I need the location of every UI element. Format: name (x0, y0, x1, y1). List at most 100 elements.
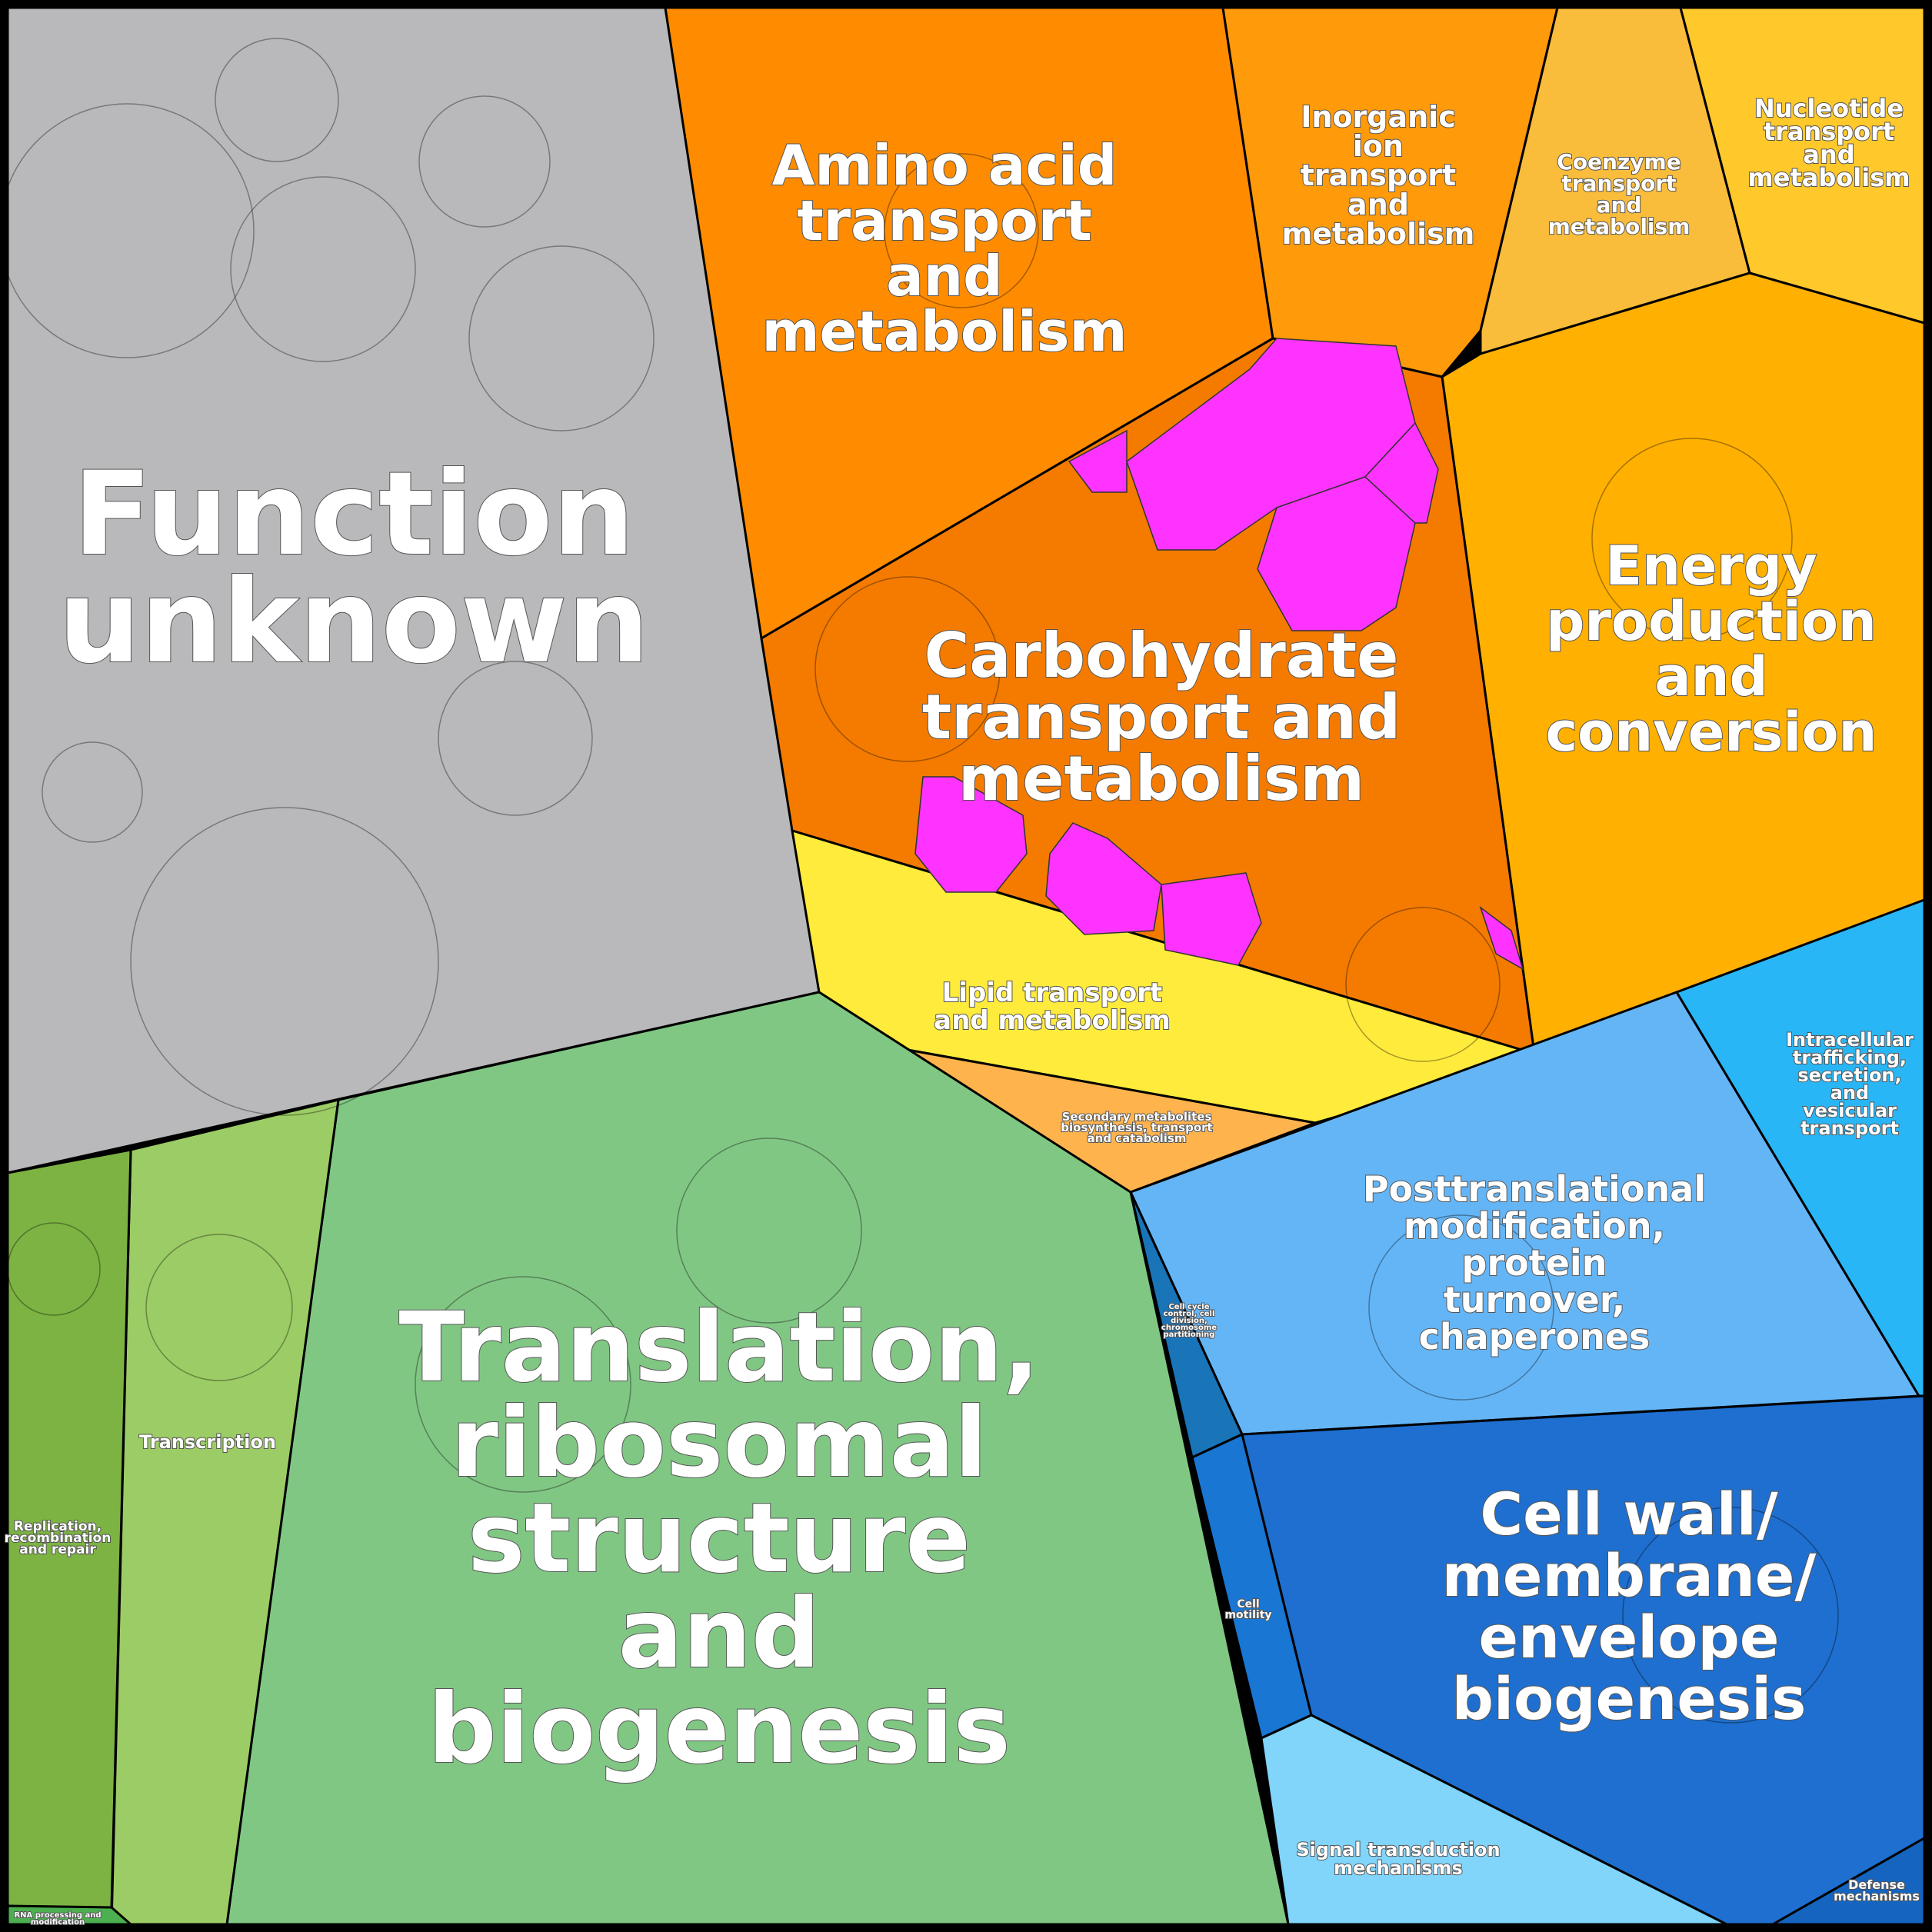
label-line: metabolism (1747, 163, 1910, 192)
region-translation[interactable] (225, 991, 1290, 1926)
label-line: and (1654, 645, 1767, 708)
region-signal-transduction[interactable] (1260, 1714, 1727, 1926)
highlight-cell (1161, 872, 1262, 966)
label-line: secretion, (1797, 1064, 1901, 1086)
label-line: and metabolism (934, 1005, 1171, 1036)
label-line: Energy (1605, 535, 1817, 598)
label-line: conversion (1546, 701, 1877, 764)
label-line: Lipid transport (942, 978, 1163, 1008)
label-line: trafficking, (1793, 1047, 1907, 1068)
highlight-cell (914, 776, 1028, 893)
label-line: unknown (58, 555, 650, 689)
label-line: Replication, (14, 1519, 102, 1534)
label-line: biogenesis (428, 1674, 1011, 1785)
label-line: transport (797, 188, 1092, 253)
label-line: transport (1301, 158, 1456, 192)
label-line: Amino acid (772, 133, 1118, 198)
label-line: recombination (5, 1531, 112, 1546)
label-transcription: Transcription (139, 1431, 276, 1453)
label-line: metabolism (958, 743, 1364, 814)
label-line: division, (1171, 1317, 1208, 1325)
label-line: Secondary metabolites (1062, 1110, 1212, 1124)
label-line: and (1830, 1082, 1869, 1104)
region-inorganic-ion[interactable] (1221, 6, 1559, 378)
region-defense[interactable] (1768, 1836, 1926, 1926)
label-line: vesicular (1803, 1100, 1897, 1121)
label-line: mechanisms (1834, 1889, 1920, 1904)
label-line: and (618, 1578, 821, 1690)
label-line: and (1347, 188, 1409, 222)
label-line: structure (468, 1483, 971, 1594)
label-line: envelope (1479, 1603, 1780, 1671)
label-line: Function (73, 448, 635, 581)
label-line: Transcription (139, 1431, 276, 1453)
label-line: motility (1224, 1609, 1271, 1621)
label-line: partitioning (1164, 1331, 1215, 1339)
highlight-cell (1479, 905, 1524, 971)
highlight-cell (1364, 421, 1439, 524)
label-line: Cell cycle (1168, 1303, 1209, 1311)
label-line: transport (1764, 117, 1894, 146)
label-line: Inorganic (1301, 100, 1456, 134)
label-line: mechanisms (1334, 1857, 1463, 1879)
highlight-cell (1045, 822, 1162, 935)
label-line: chromosome (1161, 1324, 1217, 1332)
label-line: biosynthesis, transport (1061, 1121, 1212, 1134)
label-line: protein (1462, 1242, 1607, 1284)
label-line: and (886, 244, 1002, 308)
label-line: transport (1800, 1118, 1899, 1139)
label-line: and catabolism (1088, 1131, 1187, 1145)
label-line: ribosomal (451, 1387, 988, 1499)
label-line: Cell (1237, 1598, 1259, 1611)
label-line: membrane/ (1442, 1541, 1817, 1610)
label-line: Intracellular (1786, 1029, 1914, 1051)
label-line: transport (1561, 171, 1676, 196)
label-line: Posttranslational (1363, 1168, 1706, 1210)
label-line: production (1546, 590, 1877, 653)
cell-texture (0, 38, 1839, 1724)
label-line: Nucleotide (1754, 94, 1904, 123)
label-line: modification, (1404, 1205, 1665, 1247)
label-line: metabolism (761, 299, 1127, 364)
label-line: and (1803, 140, 1854, 169)
label-line: metabolism (1282, 217, 1475, 251)
label-line: Defense (1848, 1877, 1905, 1892)
label-line: biogenesis (1452, 1664, 1807, 1733)
highlighted-proteins (914, 338, 1524, 971)
label-line: chaperones (1419, 1316, 1651, 1357)
label-line: transport and (922, 681, 1401, 753)
label-line: Signal transduction (1296, 1839, 1500, 1860)
region-rna-processing[interactable] (6, 1904, 134, 1926)
label-line: Coenzyme (1557, 149, 1681, 175)
label-line: RNA processing and (14, 1911, 101, 1920)
label-line: Carbohydrate (924, 620, 1399, 691)
highlight-cell (1068, 429, 1128, 493)
label-line: control, cell (1164, 1310, 1215, 1318)
label-line: and (1597, 192, 1642, 218)
label-line: Translation, (398, 1292, 1039, 1404)
label-line: ion (1353, 129, 1404, 163)
label-line: metabolism (1548, 214, 1690, 239)
label-line: Cell wall/ (1480, 1480, 1777, 1548)
label-line: modification (31, 1918, 85, 1927)
